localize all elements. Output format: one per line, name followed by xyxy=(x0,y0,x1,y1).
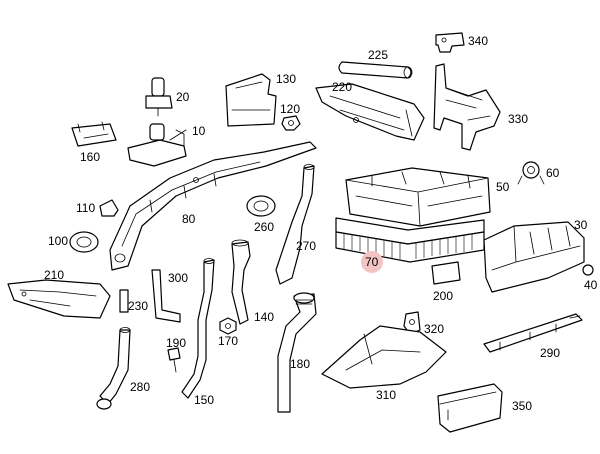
part-300-bracket xyxy=(151,269,181,323)
part-60-clip xyxy=(517,161,545,185)
callout-130: 130 xyxy=(276,72,297,86)
callout-150: 150 xyxy=(194,393,215,407)
callout-10: 10 xyxy=(192,124,206,138)
callout-230: 230 xyxy=(128,299,149,313)
part-120-clip xyxy=(281,115,301,131)
callout-270: 270 xyxy=(296,239,317,253)
part-210-bracket xyxy=(7,279,111,319)
callout-280: 280 xyxy=(130,380,151,394)
part-200-pad xyxy=(431,261,461,285)
callout-260: 260 xyxy=(254,220,275,234)
callout-120: 120 xyxy=(280,102,301,116)
part-290-rail xyxy=(483,313,583,353)
part-30-housing xyxy=(483,221,585,293)
callout-330: 330 xyxy=(508,112,529,126)
callout-80: 80 xyxy=(182,212,196,226)
callout-350: 350 xyxy=(512,399,533,413)
part-110-clip xyxy=(99,199,119,217)
part-10-sensor xyxy=(127,123,187,167)
callout-30: 30 xyxy=(574,218,588,232)
part-310-cover xyxy=(321,325,447,389)
part-160-bracket xyxy=(71,121,117,147)
part-190-screw xyxy=(167,347,181,373)
callout-180: 180 xyxy=(290,357,311,371)
callout-170: 170 xyxy=(218,334,239,348)
callout-225: 225 xyxy=(368,48,389,62)
part-225-cylinder xyxy=(338,61,413,79)
part-330-bracket xyxy=(433,63,501,151)
callout-290: 290 xyxy=(540,346,561,360)
part-50-filter-housing xyxy=(345,167,491,227)
callout-70: 70 xyxy=(365,255,379,269)
part-270-tube xyxy=(275,164,315,285)
callout-110: 110 xyxy=(76,201,96,215)
callout-300: 300 xyxy=(168,271,189,285)
part-340-bracket xyxy=(435,32,465,53)
part-260-grommet xyxy=(246,195,276,217)
part-150-hose xyxy=(181,258,215,399)
callout-20: 20 xyxy=(176,90,190,104)
part-170-nut xyxy=(219,317,237,335)
callout-70-highlight xyxy=(361,251,383,273)
callout-40: 40 xyxy=(584,278,598,292)
callout-340: 340 xyxy=(468,34,489,48)
callout-190: 190 xyxy=(166,336,187,350)
callout-100: 100 xyxy=(48,234,69,248)
part-100-grommet xyxy=(69,231,99,253)
part-20-valve xyxy=(145,77,173,117)
part-70-filter-element xyxy=(335,217,485,263)
part-220-duct xyxy=(315,83,425,141)
part-350-cover xyxy=(437,383,503,433)
callout-220: 220 xyxy=(332,80,353,94)
callout-210: 210 xyxy=(44,268,65,282)
callout-140: 140 xyxy=(254,310,275,324)
part-80-duct xyxy=(109,141,317,271)
callout-320: 320 xyxy=(424,322,445,336)
part-280-pipe xyxy=(96,327,131,410)
callout-50: 50 xyxy=(496,180,510,194)
part-130-panel xyxy=(225,73,277,127)
part-230-block xyxy=(119,289,129,313)
callout-60: 60 xyxy=(546,166,560,180)
part-180-hose xyxy=(277,292,317,413)
part-40-clip xyxy=(582,264,594,276)
part-140-hose xyxy=(231,239,251,325)
callout-200: 200 xyxy=(433,289,454,303)
callout-160: 160 xyxy=(80,150,101,164)
callout-310: 310 xyxy=(376,388,397,402)
